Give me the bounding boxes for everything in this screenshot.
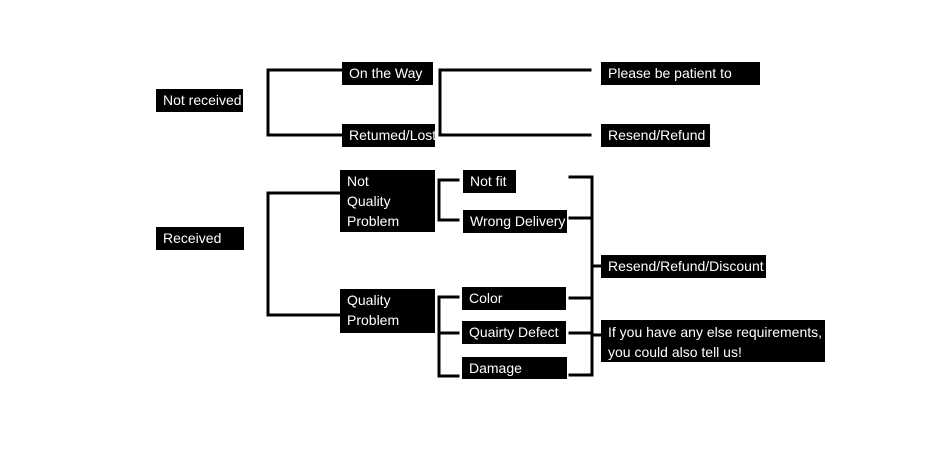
node-quality-defect: Quairty Defect <box>462 321 566 344</box>
node-damage: Damage <box>462 357 567 379</box>
node-not-received: Not received <box>156 89 243 112</box>
node-resend-refund-discount: Resend/Refund/Discount <box>601 255 766 278</box>
bracket-received <box>266 191 343 317</box>
bracket-shipping-status <box>438 68 592 137</box>
bracket-quality <box>437 295 460 378</box>
node-not-quality-problem: Not Quality Problem <box>340 170 435 232</box>
node-resend-refund: Resend/Refund <box>601 124 710 147</box>
bracket-outcomes <box>568 175 594 377</box>
bracket-not-received <box>266 68 343 137</box>
node-quality-problem: Quality Problem <box>340 289 435 333</box>
node-received: Received <box>156 227 244 250</box>
node-else-requirements: If you have any else requirements, you c… <box>601 320 825 362</box>
node-on-the-way: On the Way <box>342 62 433 85</box>
bracket-not-quality <box>437 178 460 222</box>
node-wrong-delivery: Wrong Delivery <box>463 210 567 233</box>
node-color-difference: Color Diference <box>462 287 566 310</box>
node-be-patient: Please be patient to wait <box>601 62 760 85</box>
node-not-fit: Not fit <box>463 170 516 193</box>
node-returned-lost: Retumed/Lost <box>342 124 435 147</box>
